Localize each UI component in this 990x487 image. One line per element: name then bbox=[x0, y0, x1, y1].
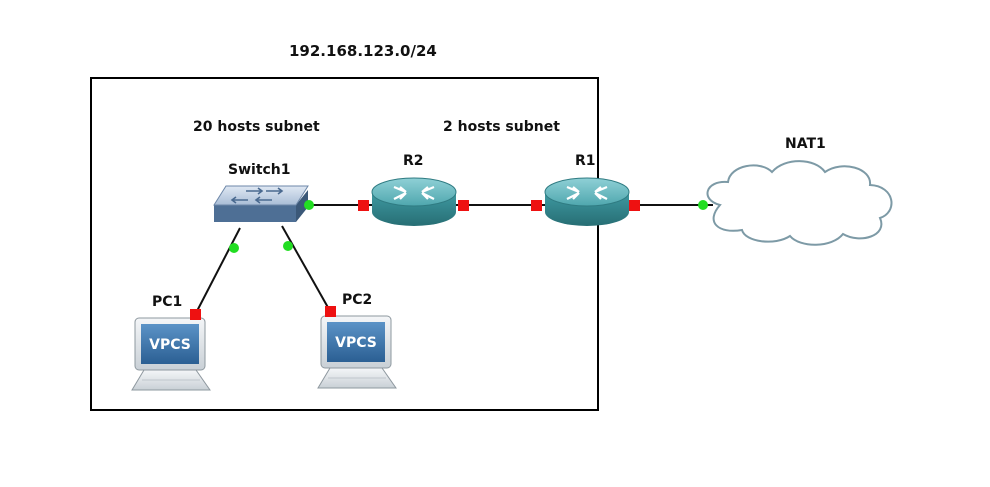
endpoint-down-r1-left bbox=[531, 200, 542, 211]
node-label-pc2: PC2 bbox=[342, 292, 373, 308]
endpoint-up-nat1 bbox=[698, 200, 708, 210]
router-node-r2[interactable] bbox=[371, 177, 457, 226]
endpoint-down-r1-right bbox=[629, 200, 640, 211]
subnet-boundary bbox=[90, 77, 599, 411]
link-switch1-pc1[interactable] bbox=[195, 227, 241, 314]
pc2-screen-text: VPCS bbox=[335, 335, 377, 351]
vpcs-pc-icon: VPCS bbox=[317, 315, 397, 389]
endpoint-down-r2-left bbox=[358, 200, 369, 211]
ethernet-switch-icon bbox=[213, 185, 309, 222]
node-label-switch1: Switch1 bbox=[228, 162, 291, 178]
nat-node[interactable] bbox=[706, 160, 893, 246]
endpoint-up-switch1-pc1 bbox=[229, 243, 239, 253]
pc-node-pc2[interactable]: VPCS bbox=[317, 315, 397, 389]
node-label-r1: R1 bbox=[575, 153, 596, 169]
cloud-icon bbox=[706, 160, 893, 246]
pc-node-pc1[interactable]: VPCS bbox=[131, 317, 211, 391]
pc1-screen-text: VPCS bbox=[149, 337, 191, 353]
vpcs-pc-icon: VPCS bbox=[131, 317, 211, 391]
subnet-label-right: 2 hosts subnet bbox=[443, 119, 560, 135]
endpoint-up-switch1-pc2 bbox=[283, 241, 293, 251]
subnet-label-left: 20 hosts subnet bbox=[193, 119, 320, 135]
endpoint-down-pc2 bbox=[325, 306, 336, 317]
network-label: 192.168.123.0/24 bbox=[289, 42, 437, 60]
endpoint-down-r2-right bbox=[458, 200, 469, 211]
node-label-pc1: PC1 bbox=[152, 294, 183, 310]
node-label-nat1: NAT1 bbox=[785, 136, 826, 152]
link-switch1-pc2[interactable] bbox=[281, 225, 331, 312]
link-endpoints bbox=[190, 200, 708, 320]
router-icon bbox=[371, 177, 457, 226]
node-label-r2: R2 bbox=[403, 153, 424, 169]
switch-node[interactable] bbox=[213, 185, 309, 222]
router-icon bbox=[544, 177, 630, 226]
router-node-r1[interactable] bbox=[544, 177, 630, 226]
endpoint-up-switch1-r2 bbox=[304, 200, 314, 210]
endpoint-down-pc1 bbox=[190, 309, 201, 320]
